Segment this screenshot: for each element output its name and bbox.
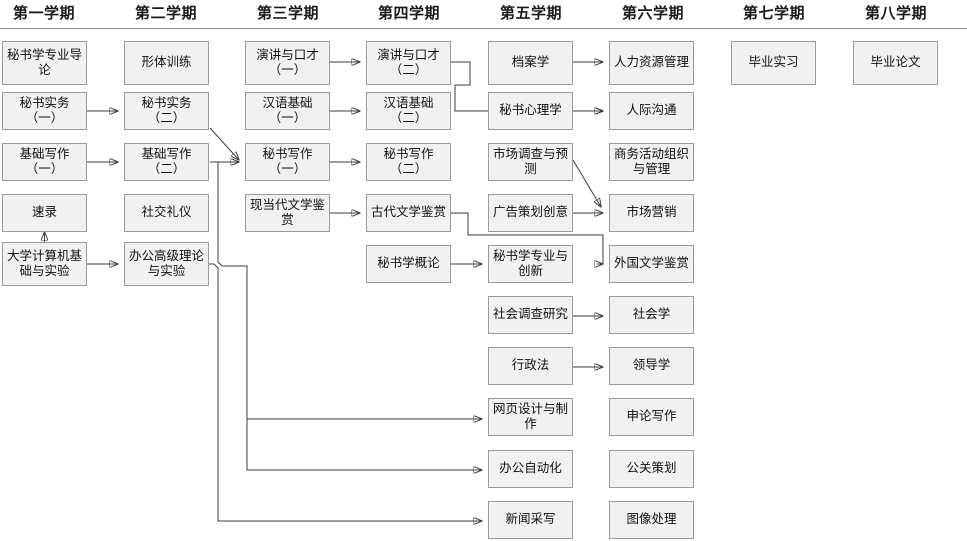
- course-box-pr-planning[interactable]: 公关策划: [609, 450, 694, 488]
- course-box-secretarial-intro[interactable]: 秘书学专业导论: [2, 41, 87, 85]
- course-label: 秘书学专业与创新: [492, 248, 568, 278]
- course-label: 演讲与口才（二）: [377, 47, 440, 77]
- course-box-essay-writing[interactable]: 申论写作: [609, 398, 694, 436]
- column-header-term-2: 第二学期: [134, 4, 197, 22]
- course-label: 新闻采写: [505, 512, 556, 527]
- course-box-secretarial-writing-1[interactable]: 秘书写作（一）: [245, 143, 330, 181]
- course-label: 外国文学鉴赏: [613, 256, 689, 271]
- course-label: 秘书学概论: [377, 256, 440, 271]
- course-label: 现当代文学鉴赏: [249, 197, 325, 227]
- course-label: 社交礼仪: [141, 205, 192, 220]
- course-box-hr-management[interactable]: 人力资源管理: [609, 41, 694, 85]
- course-label: 社会调查研究: [492, 307, 568, 322]
- course-box-business-activity-org[interactable]: 商务活动组织与管理: [609, 143, 694, 181]
- course-label: 公关策划: [626, 461, 677, 476]
- course-box-basic-writing-2[interactable]: 基础写作（二）: [124, 143, 209, 181]
- course-box-image-processing[interactable]: 图像处理: [609, 501, 694, 539]
- course-box-secretarial-studies[interactable]: 秘书学概论: [366, 245, 451, 283]
- course-label: 基础写作（二）: [141, 146, 192, 176]
- course-box-advertising-creative[interactable]: 广告策划创意: [488, 194, 573, 232]
- course-box-speech-eloquence-2[interactable]: 演讲与口才（二）: [366, 41, 451, 85]
- course-label: 办公自动化: [499, 461, 562, 476]
- course-box-speech-eloquence-1[interactable]: 演讲与口才（一）: [245, 41, 330, 85]
- course-label: 申论写作: [626, 409, 677, 424]
- course-label: 商务活动组织与管理: [613, 146, 689, 176]
- course-box-chinese-basics-2[interactable]: 汉语基础（二）: [366, 92, 451, 130]
- column-header-term-1: 第一学期: [12, 4, 75, 22]
- course-box-archival-science[interactable]: 档案学: [488, 41, 573, 85]
- course-label: 图像处理: [626, 512, 677, 527]
- course-label: 市场营销: [626, 205, 677, 220]
- course-label: 大学计算机基础与实验: [6, 248, 82, 278]
- course-label: 汉语基础（二）: [383, 95, 434, 125]
- course-box-secretarial-psychology[interactable]: 秘书心理学: [488, 92, 573, 130]
- course-label: 档案学: [511, 55, 550, 70]
- course-box-office-automation[interactable]: 办公自动化: [488, 450, 573, 488]
- edge-n22-n33: [572, 159, 601, 207]
- course-box-leadership[interactable]: 领导学: [609, 347, 694, 385]
- course-box-chinese-basics-1[interactable]: 汉语基础（一）: [245, 92, 330, 130]
- course-box-market-research[interactable]: 市场调查与预测: [488, 143, 573, 181]
- header-divider-rule: [0, 28, 967, 29]
- column-header-term-6: 第六学期: [621, 4, 684, 22]
- edge-n10-n29: [209, 263, 482, 521]
- course-label: 人际沟通: [626, 103, 677, 118]
- column-header-term-4: 第四学期: [377, 4, 440, 22]
- course-label: 毕业实习: [748, 55, 799, 70]
- course-box-administrative-law[interactable]: 行政法: [488, 347, 573, 385]
- course-label: 行政法: [511, 358, 550, 373]
- course-box-news-reporting[interactable]: 新闻采写: [488, 501, 573, 539]
- course-box-social-survey-research[interactable]: 社会调查研究: [488, 296, 573, 334]
- course-box-secretarial-practice-2[interactable]: 秘书实务（二）: [124, 92, 209, 130]
- column-header-term-7: 第七学期: [742, 4, 805, 22]
- course-label: 网页设计与制作: [492, 401, 568, 431]
- course-label: 秘书实务（二）: [141, 95, 192, 125]
- course-box-basic-writing-1[interactable]: 基础写作（一）: [2, 143, 87, 181]
- course-box-foreign-literature[interactable]: 外国文学鉴赏: [609, 245, 694, 283]
- course-label: 秘书写作（二）: [383, 146, 434, 176]
- course-box-body-training[interactable]: 形体训练: [124, 41, 209, 85]
- course-box-graduation-thesis[interactable]: 毕业论文: [853, 41, 938, 85]
- course-label: 广告策划创意: [492, 205, 568, 220]
- course-label: 人力资源管理: [613, 55, 689, 70]
- column-header-term-5: 第五学期: [499, 4, 562, 22]
- course-label: 市场调查与预测: [492, 146, 568, 176]
- course-box-advanced-office-theory[interactable]: 办公高级理论与实验: [124, 242, 209, 286]
- course-label: 速录: [31, 205, 57, 220]
- course-box-sociology[interactable]: 社会学: [609, 296, 694, 334]
- column-header-term-3: 第三学期: [256, 4, 319, 22]
- course-box-college-computing[interactable]: 大学计算机基础与实验: [2, 242, 87, 286]
- column-header-term-8: 第八学期: [864, 4, 927, 22]
- course-label: 基础写作（一）: [19, 146, 70, 176]
- course-box-marketing[interactable]: 市场营销: [609, 194, 694, 232]
- course-box-graduation-internship[interactable]: 毕业实习: [731, 41, 816, 85]
- course-box-secretarial-innovation[interactable]: 秘书学专业与创新: [488, 245, 573, 283]
- course-label: 社会学: [632, 307, 671, 322]
- course-box-classical-literature[interactable]: 古代文学鉴赏: [366, 194, 451, 232]
- course-label: 演讲与口才（一）: [256, 47, 319, 77]
- course-label: 毕业论文: [870, 55, 921, 70]
- course-label: 领导学: [632, 358, 671, 373]
- edge-n7-n13: [209, 127, 239, 160]
- course-label: 汉语基础（一）: [262, 95, 313, 125]
- course-box-shorthand[interactable]: 速录: [2, 194, 87, 232]
- course-box-social-etiquette[interactable]: 社交礼仪: [124, 194, 209, 232]
- course-box-modern-literature[interactable]: 现当代文学鉴赏: [245, 194, 330, 232]
- course-box-secretarial-writing-2[interactable]: 秘书写作（二）: [366, 143, 451, 181]
- course-box-secretarial-practice-1[interactable]: 秘书实务（一）: [2, 92, 87, 130]
- course-box-interpersonal-comm[interactable]: 人际沟通: [609, 92, 694, 130]
- course-label: 秘书实务（一）: [19, 95, 70, 125]
- course-label: 秘书学专业导论: [6, 47, 82, 77]
- course-label: 古代文学鉴赏: [370, 205, 446, 220]
- course-box-web-design[interactable]: 网页设计与制作: [488, 398, 573, 436]
- course-label: 办公高级理论与实验: [128, 248, 204, 278]
- course-label: 秘书心理学: [499, 103, 562, 118]
- course-label: 秘书写作（一）: [262, 146, 313, 176]
- course-label: 形体训练: [141, 55, 192, 70]
